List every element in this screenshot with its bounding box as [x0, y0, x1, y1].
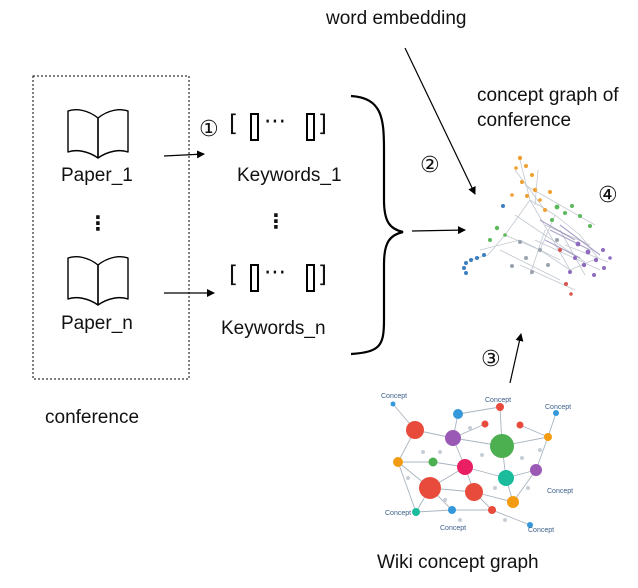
concept-graph-title-line1: concept graph of — [477, 85, 619, 106]
keywords-1-label: Keywords_1 — [237, 165, 342, 186]
wiki-node-label: Concept — [545, 404, 572, 411]
papers-vertical-ellipsis: ⋮ — [88, 213, 108, 235]
keywords-n-label: Keywords_n — [221, 318, 326, 339]
wiki-node-label: Concept — [440, 525, 467, 532]
keywords-1-open-bracket: [ — [229, 111, 238, 137]
bracketed-vector-icon — [250, 264, 259, 292]
bracketed-vector-icon — [306, 264, 315, 292]
arrow-wiki-graph — [509, 333, 524, 384]
wiki-node-label: Concept — [385, 510, 412, 517]
conference-label: conference — [45, 407, 140, 428]
step-1-marker: ① — [199, 117, 219, 142]
curly-brace — [350, 94, 404, 356]
arrow-word-embedding-graph — [404, 47, 476, 195]
keywords-n-ellipsis: ··· — [264, 260, 286, 286]
concept-graph-title-line2: conference — [477, 110, 572, 131]
bracketed-vector-icon — [250, 113, 259, 141]
arrow-paper1-keywords — [163, 150, 205, 159]
arrow-keywords-graph — [411, 226, 466, 235]
wiki-concept-graph-label: Wiki concept graph — [377, 552, 539, 573]
step-4-marker: ④ — [598, 183, 618, 208]
bracketed-vector-icon — [306, 113, 315, 141]
step-3-marker: ③ — [481, 347, 501, 372]
keywords-1-ellipsis: ··· — [264, 109, 286, 135]
wiki-node-label: Concept — [381, 393, 408, 400]
conference-concept-graph — [462, 155, 612, 296]
keywords-n-close-bracket: ] — [318, 262, 327, 288]
paper-1-label: Paper_1 — [61, 165, 133, 186]
wiki-node-label: Concept — [547, 488, 574, 495]
wiki-concept-graph — [390, 401, 559, 528]
open-book-icon — [67, 109, 129, 159]
wiki-node-label: Concept — [528, 527, 555, 534]
wiki-node-label: Concept — [485, 397, 512, 404]
keywords-vertical-ellipsis: ⋮ — [266, 211, 286, 233]
word-embedding-label: word embedding — [326, 8, 467, 29]
conference-box — [32, 75, 190, 380]
open-book-icon — [67, 256, 129, 306]
paper-n-label: Paper_n — [61, 313, 133, 334]
step-2-marker: ② — [420, 153, 440, 178]
keywords-n-open-bracket: [ — [229, 262, 238, 288]
keywords-1-close-bracket: ] — [318, 111, 327, 137]
